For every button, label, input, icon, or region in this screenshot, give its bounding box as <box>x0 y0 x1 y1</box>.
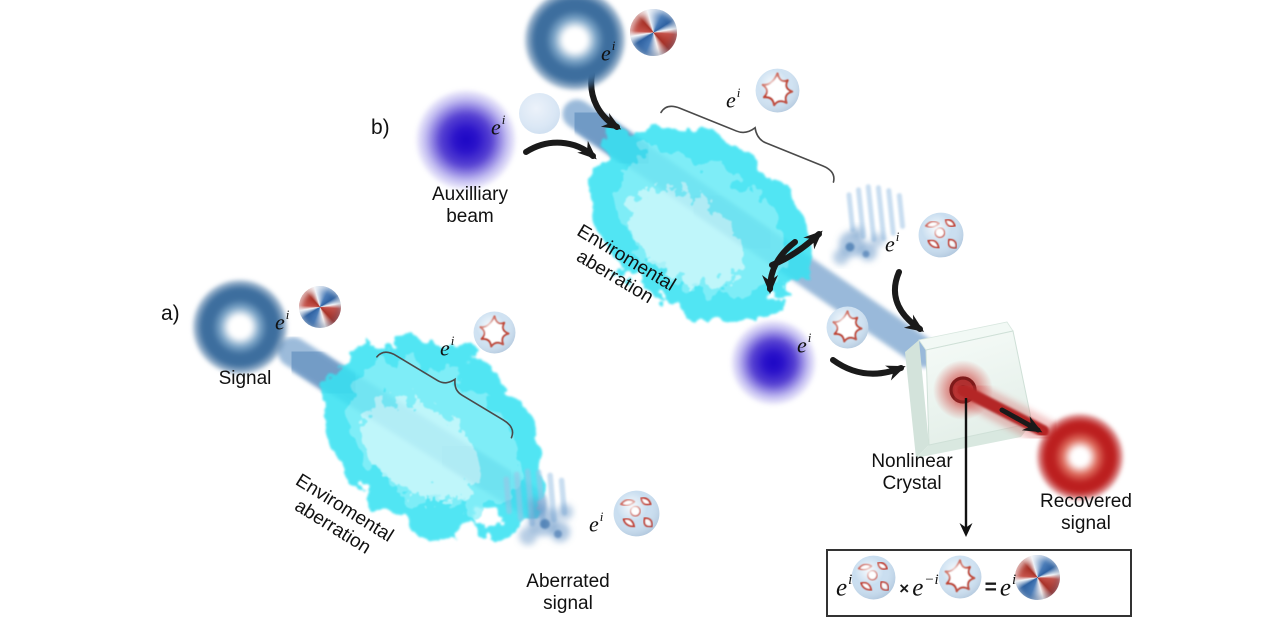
aberration-phase-icon <box>755 68 800 113</box>
phase-term: ei <box>275 307 290 335</box>
signal-label: Signal <box>218 368 272 389</box>
phase-brace-a <box>376 351 514 439</box>
phase-term: ei <box>491 112 506 140</box>
arrow-aberrated-signal-to-crystal <box>892 269 925 332</box>
auxiliary-beam-label: Auxilliary beam <box>431 184 509 228</box>
phase-term: ei <box>999 572 1017 602</box>
aberration-cloud-b <box>588 126 812 322</box>
signal-donut-b <box>525 0 625 90</box>
aberration-cloud-a <box>323 341 543 535</box>
phase-brace-b <box>660 105 835 183</box>
nonlinear-crystal-label: Nonlinear Crystal <box>871 451 953 495</box>
times-operator: × <box>899 579 910 598</box>
phase-term: ei <box>589 509 604 537</box>
phase-term: ei <box>836 572 853 602</box>
phase-term: ei <box>440 333 455 361</box>
panel-a-label: a) <box>161 302 180 325</box>
oam-phase-icon <box>299 286 341 328</box>
equals-operator: = <box>984 576 997 599</box>
arrow-aux-to-beam <box>523 139 597 160</box>
phase-term: ei <box>601 38 616 66</box>
aberrated-speckle-b <box>833 184 906 265</box>
combined-phase-icon <box>918 212 964 258</box>
phase-term: ei <box>885 229 900 257</box>
phase-term: e−i <box>912 572 939 602</box>
oam-phase-icon <box>630 9 677 56</box>
oam-phase-icon <box>1015 555 1061 600</box>
flow-arrows <box>523 71 1043 433</box>
panel-b-label: b) <box>371 116 390 139</box>
signal-donut-a <box>193 280 287 374</box>
recovered-signal-donut <box>1037 414 1123 500</box>
aberration-phase-icon <box>938 555 982 599</box>
arrow-aberrated-aux-to-crystal <box>830 357 906 381</box>
phase-conjugation-equation: ei × e−i = ei <box>826 549 1132 617</box>
phase-term: ei <box>797 330 812 358</box>
aberrated-auxiliary-blob <box>731 320 816 405</box>
aberrated-signal-label: Aberrated signal <box>526 571 610 615</box>
flat-phase-icon <box>519 93 560 134</box>
aberrated-speckle-a <box>503 468 573 545</box>
aberration-phase-icon <box>473 311 516 354</box>
combined-phase-icon <box>613 490 660 537</box>
combined-phase-icon <box>851 555 896 600</box>
arrow-recovered-beam <box>999 407 1043 433</box>
aberration-phase-icon <box>826 306 869 349</box>
auxiliary-beam-blob <box>416 90 516 190</box>
recovered-signal-label: Recovered signal <box>1040 491 1132 535</box>
phase-term: ei <box>726 85 741 113</box>
arrow-beam-to-aberrated-aux <box>762 239 798 294</box>
